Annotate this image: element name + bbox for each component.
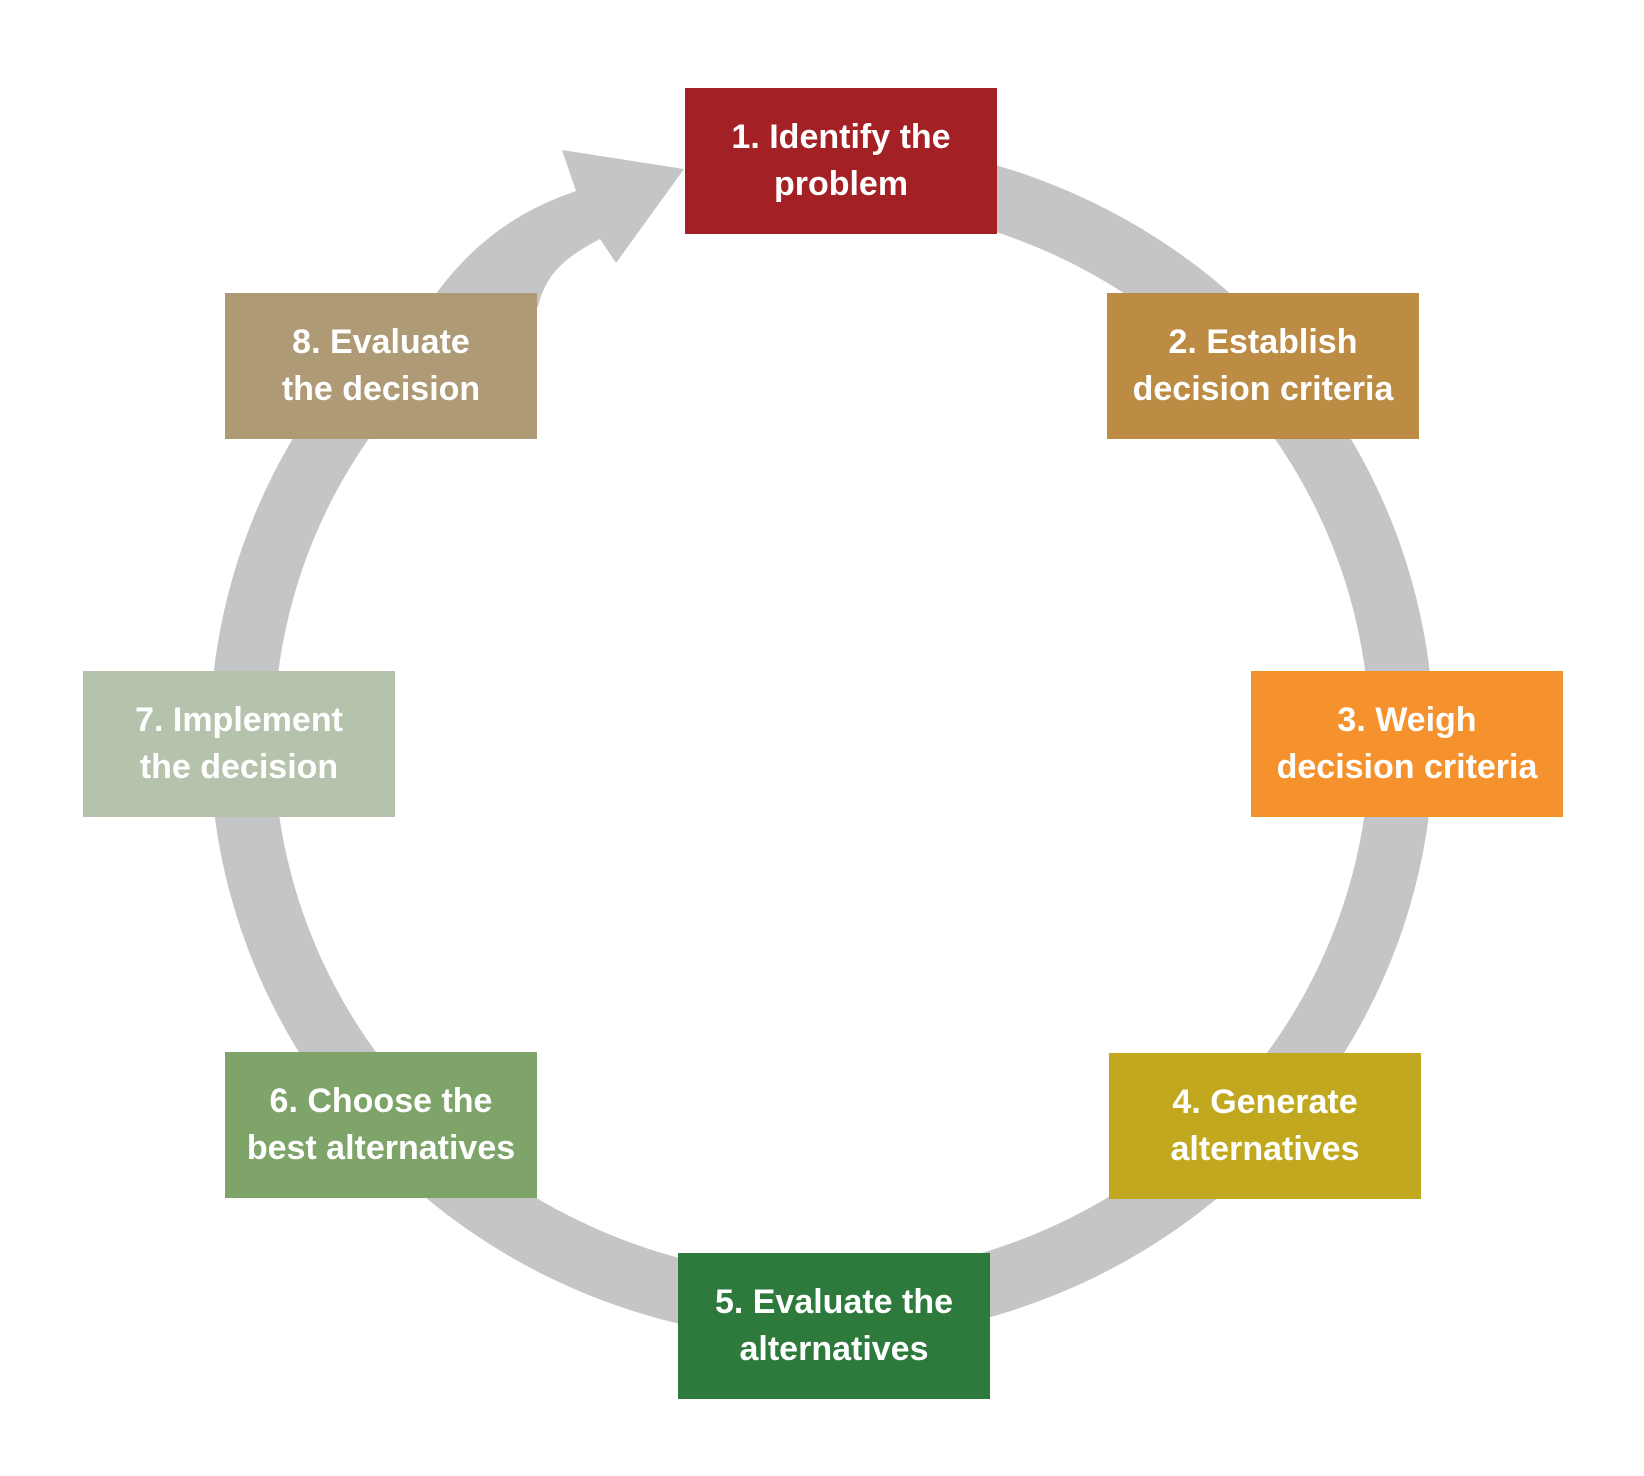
step-label-line: the decision	[281, 370, 481, 408]
step-label-line: 6. Choose the	[269, 1082, 493, 1120]
step-label-line: 8. Evaluate	[292, 323, 470, 361]
step-label-line: best alternatives	[246, 1129, 516, 1167]
step-label-line: decision criteria	[1276, 748, 1538, 786]
step-label-line: the decision	[139, 748, 339, 786]
step-label-line: 7. Implement	[135, 701, 343, 739]
step-box-establish-criteria: 2. Establish decision criteria	[1107, 293, 1419, 439]
step-label-line: decision criteria	[1132, 370, 1394, 408]
step-label-line: 4. Generate	[1172, 1083, 1358, 1121]
step-label-line: 2. Establish	[1168, 323, 1358, 361]
step-label-line: 3. Weigh	[1337, 701, 1477, 739]
step-box-choose-best: 6. Choose the best alternatives	[225, 1052, 537, 1198]
step-box-evaluate-alternatives: 5. Evaluate the alternatives	[678, 1253, 990, 1399]
step-box-implement-decision: 7. Implement the decision	[83, 671, 395, 817]
step-label-line: alternatives	[739, 1330, 929, 1368]
step-label-line: alternatives	[1170, 1130, 1360, 1168]
step-box-weigh-criteria: 3. Weigh decision criteria	[1251, 671, 1563, 817]
cycle-arrow-icon	[430, 150, 684, 307]
step-box-evaluate-decision: 8. Evaluate the decision	[225, 293, 537, 439]
step-box-generate-alternatives: 4. Generate alternatives	[1109, 1053, 1421, 1199]
step-box-identify-problem: 1. Identify the problem	[685, 88, 997, 234]
step-label-line: 5. Evaluate the	[714, 1283, 954, 1321]
step-label-line: problem	[773, 165, 909, 203]
step-label-line: 1. Identify the	[731, 118, 951, 156]
